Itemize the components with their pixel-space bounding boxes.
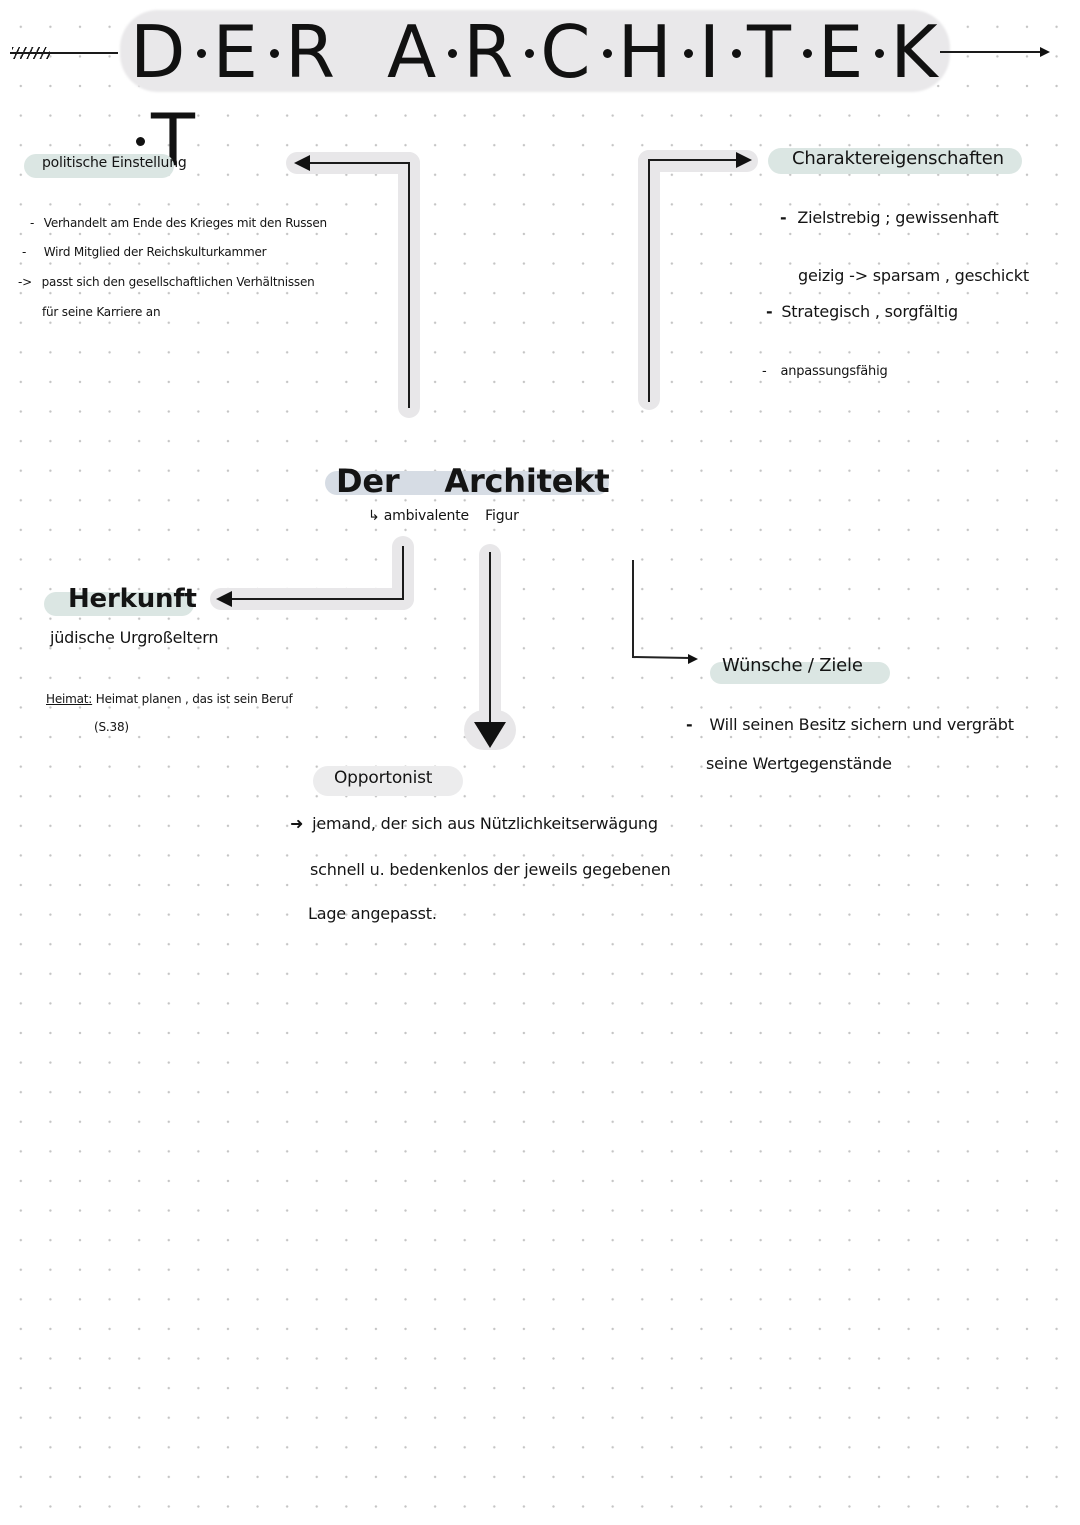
connector-line [648, 160, 650, 402]
definition-text: jemand, der sich aus Nützlichkeitserwägu… [312, 814, 658, 833]
heading-politische-einstellung: politische Einstellung [42, 155, 187, 171]
list-item: geizig -> sparsam , geschickt [798, 266, 1029, 285]
item-text: passt sich den gesellschaftlichen Verhäl… [41, 275, 315, 289]
center-heading: Der Architekt [336, 462, 610, 500]
list-item: - Zielstrebig ; gewissenhaft [780, 208, 999, 227]
list-item: - Wird Mitglied der Reichskulturkammer [22, 245, 267, 259]
title-letter: D [130, 10, 192, 94]
wish-line: - Will seinen Besitz sichern und vergräb… [686, 715, 1014, 734]
bullet-marker: - [30, 216, 35, 230]
heading-highlight [24, 154, 174, 178]
heading-wuensche-ziele: Wünsche / Ziele [722, 655, 863, 676]
connector-line [402, 546, 404, 600]
bullet-marker: - [22, 245, 27, 259]
connector-line [408, 162, 410, 408]
arrow-marker: -> [18, 275, 32, 289]
heimat-line: Heimat: Heimat planen , das ist sein Ber… [46, 692, 293, 706]
bullet-marker: - [686, 715, 693, 734]
heading-highlight [44, 592, 194, 616]
arrow-shaft [10, 52, 118, 54]
connector-line [631, 656, 691, 660]
arrowhead-right-icon [688, 654, 698, 664]
connector-line [489, 552, 491, 722]
title-letter: E [817, 10, 870, 94]
definition-line: ➜ jemand, der sich aus Nützlichkeitserwä… [290, 814, 658, 833]
connector-line [648, 159, 738, 161]
item-text: Zielstrebig ; gewissenhaft [797, 208, 999, 227]
heading-highlight [313, 766, 463, 796]
title-right-arrow [940, 46, 1052, 58]
title-left-arrow [10, 47, 118, 59]
heimat-text: Heimat planen , das ist sein Beruf [95, 692, 293, 706]
item-text: Strategisch , sorgfältig [781, 302, 958, 321]
herkunft-text: jüdische Urgroßeltern [50, 628, 219, 647]
wish-line: seine Wertgegenstände [706, 754, 892, 773]
item-text: Verhandelt am Ende des Krieges mit den R… [43, 216, 327, 230]
list-item: - anpassungsfähig [762, 364, 888, 379]
center-heading-text: Der Architekt [336, 462, 610, 500]
title-letter: R [284, 10, 341, 94]
center-subtitle-text: ambivalente Figur [383, 508, 519, 524]
heading-highlight [710, 662, 890, 684]
list-item: -> passt sich den gesellschaftlichen Ver… [18, 275, 315, 289]
title-letter: A [386, 10, 443, 94]
arrowhead-right-icon [736, 152, 752, 168]
arrowhead-right-icon [1040, 47, 1050, 57]
return-arrow-icon: ↳ [368, 508, 380, 524]
connector-line [230, 598, 404, 600]
item-text: geizig -> sparsam , geschickt [798, 266, 1029, 285]
arrow-shaft [940, 51, 1040, 53]
center-subtitle: ↳ ambivalente Figur [368, 508, 519, 524]
title-letter: H [617, 10, 678, 94]
title-letter: R [463, 10, 520, 94]
page-reference: (S.38) [94, 720, 129, 734]
definition-line: Lage angepasst. [308, 904, 437, 923]
title-letter: I [698, 10, 726, 94]
list-item: - Verhandelt am Ende des Krieges mit den… [30, 216, 327, 230]
heimat-label: Heimat: [46, 692, 93, 706]
item-text: anpassungsfähig [780, 364, 888, 379]
bullet-marker: - [762, 364, 767, 379]
connector-line [310, 162, 410, 164]
item-text: Wird Mitglied der Reichskulturkammer [43, 245, 267, 259]
item-text: für seine Karriere an [42, 305, 161, 319]
definition-line: schnell u. bedenkenlos der jeweils gegeb… [310, 860, 671, 879]
arrowhead-down-icon [474, 722, 506, 748]
heading-highlight [768, 148, 1022, 174]
title-letter: K [890, 10, 944, 94]
arrow-right-icon: ➜ [290, 814, 304, 833]
wish-text: Will seinen Besitz sichern und vergräbt [709, 715, 1014, 734]
arrowhead-left-icon [216, 591, 232, 607]
heading-opportunist: Opportonist [334, 768, 433, 788]
title-letter: C [540, 10, 597, 94]
bullet-marker: - [780, 208, 787, 227]
title-letter: T [746, 10, 797, 94]
title-letter: E [212, 10, 264, 94]
list-item: für seine Karriere an [42, 305, 161, 319]
fletching-icon [12, 47, 50, 59]
list-item: - Strategisch , sorgfältig [766, 302, 958, 321]
connector-shadow [638, 150, 758, 172]
arrowhead-left-icon [294, 155, 310, 171]
center-heading-highlight [325, 471, 609, 495]
connector-line [632, 560, 634, 658]
heading-charaktereigenschaften: Charaktereigenschaften [792, 148, 1004, 169]
heading-herkunft: Herkunft [68, 584, 197, 614]
bullet-marker: - [766, 302, 773, 321]
